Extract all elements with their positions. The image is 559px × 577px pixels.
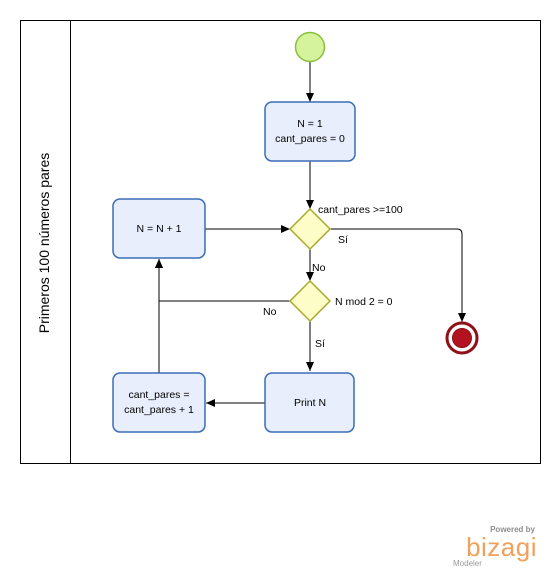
flow-label-count-yes: Sí bbox=[338, 234, 348, 246]
task-increment-n[interactable]: N = N + 1 bbox=[112, 198, 206, 259]
end-event[interactable] bbox=[445, 321, 479, 355]
flow-label-count-no: No bbox=[312, 262, 326, 274]
gateway-count-check[interactable]: cant_pares >=100 bbox=[288, 204, 403, 251]
gateway-count-check-label: cant_pares >=100 bbox=[318, 204, 403, 216]
task-increment-count[interactable]: cant_pares = cant_pares + 1 bbox=[112, 372, 206, 433]
task-increment-count-line-2: cant_pares + 1 bbox=[124, 404, 194, 416]
task-print-n[interactable]: Print N bbox=[264, 372, 355, 433]
watermark-brand: bizagi bbox=[466, 532, 537, 562]
flow-mod-check-no-to-increment-n bbox=[155, 259, 290, 302]
watermark-powered-by: Powered by bbox=[490, 525, 535, 534]
task-increment-n-label: N = N + 1 bbox=[137, 223, 182, 235]
task-print-n-label: Print N bbox=[294, 397, 326, 409]
task-init[interactable]: N = 1 cant_pares = 0 bbox=[264, 101, 356, 162]
task-increment-count-line-1: cant_pares = bbox=[128, 389, 189, 401]
pool-label: Primeros 100 números pares bbox=[36, 153, 52, 334]
flow-label-mod-no: No bbox=[263, 306, 277, 318]
watermark-product: Modeler bbox=[453, 559, 482, 568]
pool-border bbox=[20, 20, 541, 464]
task-init-line-1: N = 1 bbox=[297, 118, 323, 130]
sequence-flows bbox=[155, 62, 466, 407]
end-event-inner bbox=[452, 328, 472, 348]
gateway-mod-check[interactable]: N mod 2 = 0 bbox=[288, 279, 393, 323]
start-event[interactable] bbox=[294, 31, 326, 63]
gateway-mod-check-label: N mod 2 = 0 bbox=[335, 296, 393, 308]
pool: Primeros 100 números pares bbox=[20, 20, 541, 464]
bizagi-watermark: Powered by bizagi Modeler bbox=[453, 525, 537, 568]
flow-label-mod-yes: Sí bbox=[315, 338, 325, 350]
flow-count-check-yes-to-end bbox=[330, 228, 466, 322]
task-init-line-2: cant_pares = 0 bbox=[275, 133, 345, 145]
